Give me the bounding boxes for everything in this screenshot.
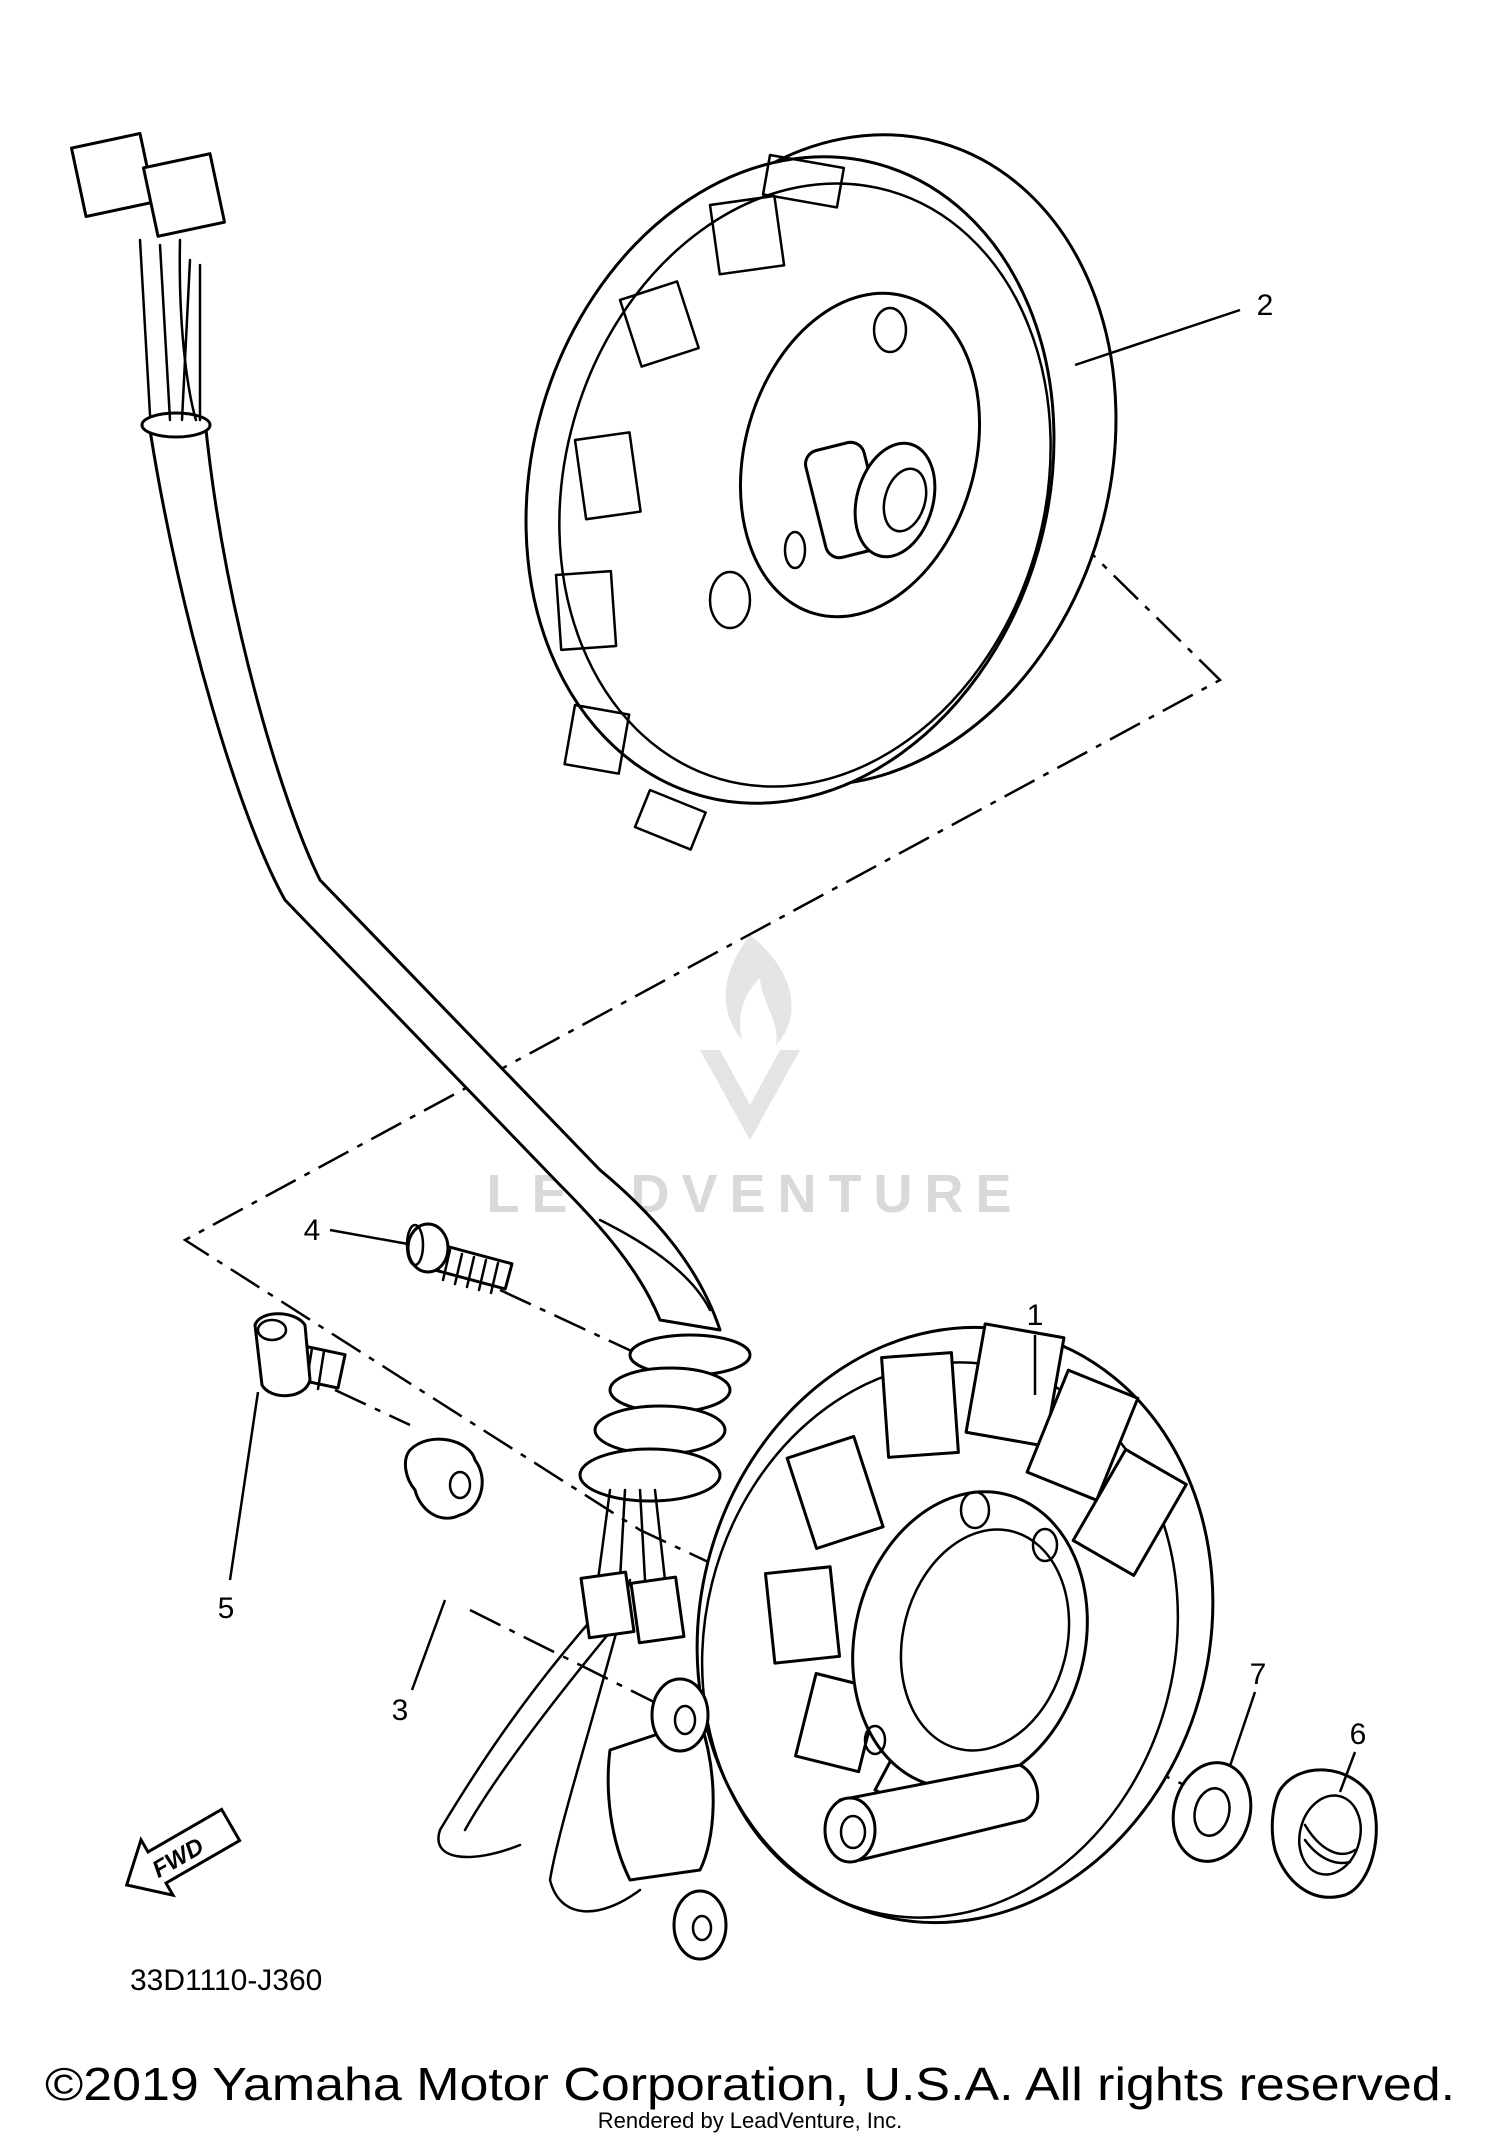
nut-part-6 xyxy=(1270,1768,1378,1899)
leader-5 xyxy=(228,1391,260,1581)
screw-part-5 xyxy=(253,1312,347,1398)
callout-7: 7 xyxy=(1250,1658,1267,1691)
callout-1: 1 xyxy=(1027,1299,1044,1332)
watermark-logo-icon xyxy=(700,935,800,1140)
leader-3 xyxy=(410,1599,447,1691)
callout-6: 6 xyxy=(1350,1718,1367,1751)
bolt-part-4 xyxy=(405,1222,514,1295)
fwd-arrow-icon: FWD xyxy=(124,1807,242,1898)
callout-2: 2 xyxy=(1257,289,1274,322)
plate-part-3 xyxy=(403,1437,484,1520)
assembly-line-bolt5 xyxy=(334,1388,411,1427)
callout-4: 4 xyxy=(304,1214,321,1247)
leader-2 xyxy=(1074,308,1241,367)
copyright-text: ©2019 Yamaha Motor Corporation, U.S.A. A… xyxy=(45,2058,1455,2110)
grommet xyxy=(578,1333,752,1503)
rotor-assembly xyxy=(524,133,1118,851)
assembly-line-washer3 xyxy=(469,1608,661,1707)
callout-3: 3 xyxy=(392,1694,409,1727)
callout-5: 5 xyxy=(218,1592,235,1625)
stator-assembly xyxy=(437,1322,1215,1961)
rendered-by-text: Rendered by LeadVenture, Inc. xyxy=(598,2108,903,2133)
washer-part-7 xyxy=(1171,1761,1253,1863)
leader-7 xyxy=(1228,1691,1257,1767)
wire-harness xyxy=(69,131,722,1332)
diagram-code: 33D1110-J360 xyxy=(130,1964,322,1997)
assembly-line-bolt4 xyxy=(499,1288,641,1357)
leader-4 xyxy=(329,1228,409,1246)
leader-6 xyxy=(1338,1751,1357,1793)
